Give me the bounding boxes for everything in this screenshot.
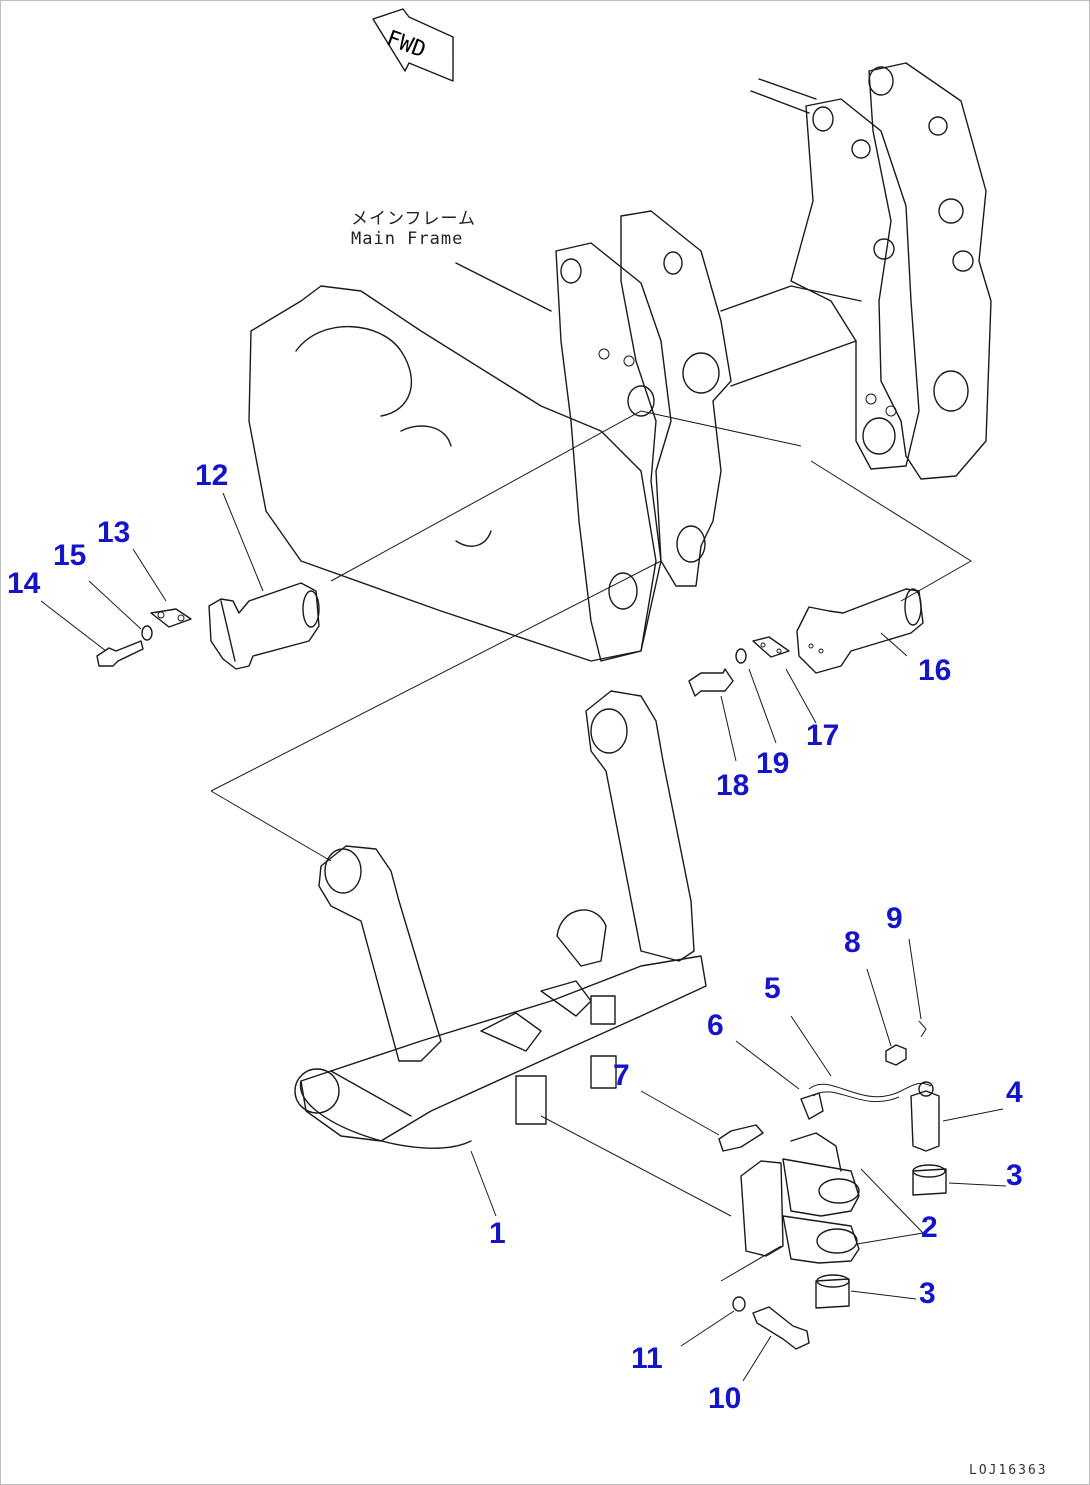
pin-16 xyxy=(796,588,924,674)
fwd-arrow-text: FWD xyxy=(383,26,429,63)
hardware-10-11 xyxy=(732,1296,810,1350)
callout-17: 17 xyxy=(806,719,840,752)
callout-3a: 3 xyxy=(1006,1159,1023,1192)
callout-15: 15 xyxy=(53,539,87,572)
callout-2: 2 xyxy=(921,1211,938,1244)
fwd-arrow: FWD xyxy=(372,8,454,82)
hardware-13-14-15 xyxy=(96,608,192,667)
callout-14: 14 xyxy=(7,567,41,600)
main-frame-label-en: Main Frame xyxy=(351,229,464,249)
callout-6: 6 xyxy=(707,1009,724,1042)
callout-1: 1 xyxy=(489,1217,506,1250)
callout-10: 10 xyxy=(708,1382,742,1415)
hitch-assembly xyxy=(718,1020,947,1309)
main-frame xyxy=(248,62,992,662)
drawing-code: LOJ16363 xyxy=(969,1463,1048,1478)
callout-7: 7 xyxy=(613,1059,630,1092)
callout-8: 8 xyxy=(844,926,861,959)
callout-18: 18 xyxy=(716,769,750,802)
assembly-lines xyxy=(210,410,972,1282)
callout-13: 13 xyxy=(97,516,131,549)
callout-leaders xyxy=(40,492,1007,1382)
main-frame-label-jp: メインフレーム xyxy=(351,209,476,229)
drawbar-frame xyxy=(294,690,707,1149)
callout-19: 19 xyxy=(756,747,790,780)
callout-4: 4 xyxy=(1006,1076,1023,1109)
callout-12: 12 xyxy=(195,459,229,492)
callout-16: 16 xyxy=(918,654,952,687)
callout-9: 9 xyxy=(886,902,903,935)
callout-11: 11 xyxy=(631,1342,663,1375)
callout-3b: 3 xyxy=(919,1277,936,1310)
pin-12 xyxy=(208,582,320,670)
hardware-17-18-19 xyxy=(688,636,790,697)
callout-5: 5 xyxy=(764,972,781,1005)
